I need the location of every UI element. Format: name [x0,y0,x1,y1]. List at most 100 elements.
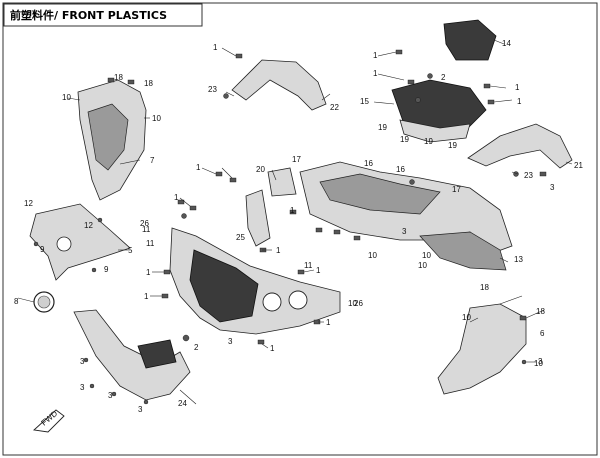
part-16-tray [319,173,441,215]
part-13-corner [419,231,507,271]
fastener-nut [409,179,415,185]
callout-1: 1 [326,318,331,327]
callout-3: 3 [138,405,143,414]
callout-23: 23 [208,85,217,94]
callout-17: 17 [452,185,461,194]
callout-3: 3 [80,357,85,366]
callout-18: 18 [144,79,153,88]
fastener-nut [415,97,421,103]
callout-15: 15 [360,97,369,106]
fastener-nut [521,359,527,365]
callout-10: 10 [534,359,543,368]
callout-5: 5 [128,246,133,255]
callout-22: 22 [330,103,339,112]
callout-3: 3 [108,391,113,400]
callout-10: 10 [62,93,71,102]
part-21-fender-flare [467,123,573,169]
callout-1: 1 [196,163,201,172]
callout-13: 13 [514,255,523,264]
callout-19: 19 [448,141,457,150]
fastener-nut [83,357,89,363]
fastener-bolt [289,209,297,215]
headlamp-left [262,292,282,312]
callout-11: 11 [304,261,313,270]
leader-lines [17,39,573,405]
callout-1: 1 [517,97,522,106]
fastener-bolt [487,99,495,105]
fastener-nut [111,391,117,397]
callout-1: 1 [373,51,378,60]
callout-19: 19 [400,135,409,144]
part-24-lower-panel [73,309,191,401]
fastener-bolt [519,315,527,321]
fastener-bolt [483,83,491,89]
callout-14: 14 [502,39,511,48]
callout-18: 18 [536,307,545,316]
callout-16: 16 [396,165,405,174]
fastener-bolt [215,171,223,177]
callout-1: 1 [146,268,151,277]
part-14-cover [443,19,497,61]
part-6-side-cover [437,303,527,395]
callout-19: 19 [424,137,433,146]
fastener-bolt [107,77,115,83]
callout-25: 25 [236,233,245,242]
callout-16: 16 [364,159,373,168]
fastener-nut [89,383,95,389]
callout-19: 19 [378,123,387,132]
callout-24: 24 [178,399,187,408]
fastener-bolt [315,227,323,233]
diagram-title: 前塑料件/ FRONT PLASTICS [10,8,167,22]
fastener-nut [33,241,39,247]
callout-1: 1 [276,246,281,255]
callout-18: 18 [480,283,489,292]
callout-9: 9 [40,245,45,254]
callout-26: 26 [354,299,363,308]
callout-11: 11 [142,225,151,234]
part-15-base [399,119,471,143]
callout-1: 1 [316,266,321,275]
callout-11: 11 [146,239,155,248]
callout-3: 3 [80,383,85,392]
fastener-nut [427,73,433,79]
fastener-bolt [539,171,547,177]
fwd-arrow-icon [32,409,65,433]
callout-10: 10 [152,114,161,123]
callout-1: 1 [373,69,378,78]
callout-10: 10 [368,251,377,260]
fastener-bolt [333,229,341,235]
callout-1: 1 [213,43,218,52]
fastener-nut [97,217,103,223]
callout-7: 7 [150,156,155,165]
headlamp-right [288,290,308,310]
part-5-headlight-panel [29,203,131,281]
part-7-recess [87,103,129,171]
part-5-lamp-hole [56,236,72,252]
callout-9: 9 [104,265,109,274]
callout-10: 10 [462,313,471,322]
callout-2: 2 [441,73,446,82]
fastener-bolt [161,293,169,299]
title-box [3,3,203,27]
fastener-bolt [163,269,171,275]
callout-3: 3 [538,357,543,366]
fastener-bolt [229,177,237,183]
fastener-nut [181,213,187,219]
callout-3: 3 [228,337,233,346]
callout-20: 20 [256,165,265,174]
part-8-badge-inner [37,295,51,309]
fastener-nut [223,93,229,99]
callout-18: 18 [114,73,123,82]
part-24-vent [137,339,177,369]
fastener-bolt [353,235,361,241]
callout-10: 10 [348,299,357,308]
callout-10: 10 [422,251,431,260]
fastener-bolt [407,79,415,85]
callout-1: 1 [290,206,295,215]
callout-1: 1 [270,344,275,353]
callout-8: 8 [14,297,19,306]
part-20-panel [267,167,297,197]
callout-3: 3 [550,183,555,192]
fastener-bolt [257,339,265,345]
